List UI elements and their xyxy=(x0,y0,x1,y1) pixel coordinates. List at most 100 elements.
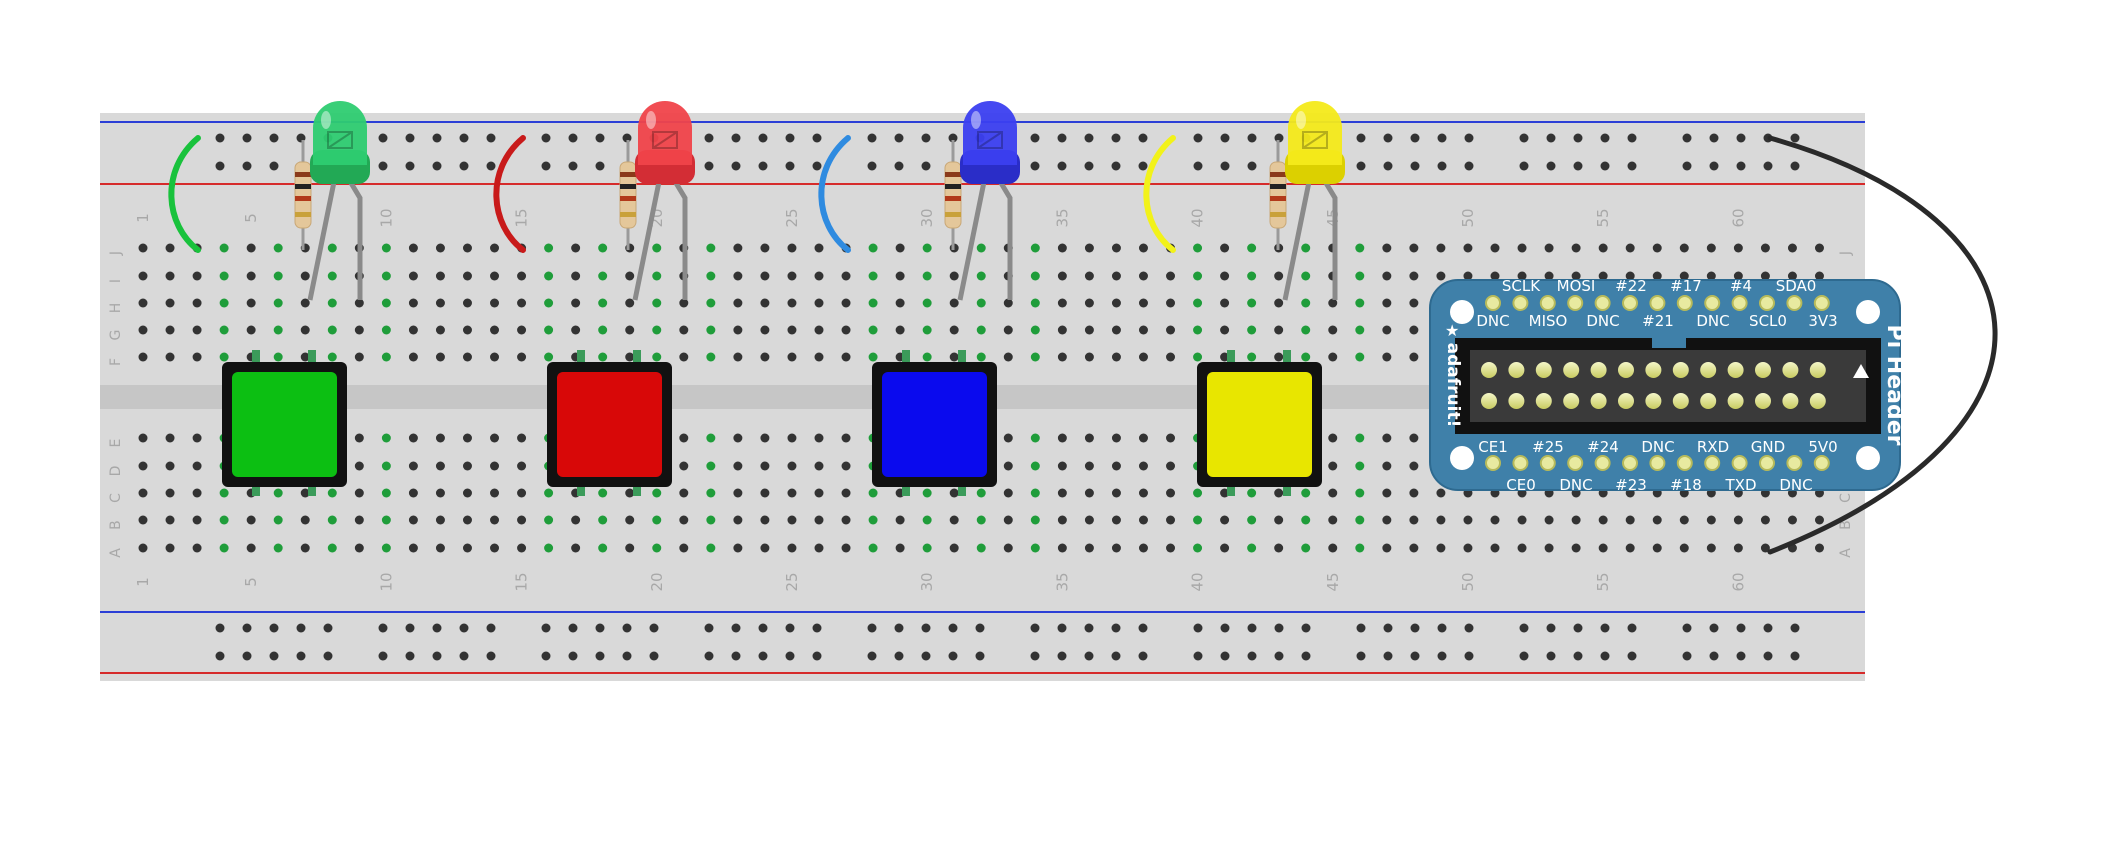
led-anvil xyxy=(327,131,353,149)
breadboard-hole xyxy=(1003,488,1013,498)
pin-label: MISO xyxy=(1529,312,1568,330)
rail-hole xyxy=(1573,623,1583,633)
breadboard-hole xyxy=(1030,461,1040,471)
column-number: 20 xyxy=(648,572,666,591)
breadboard-hole xyxy=(1138,271,1148,281)
rail-hole xyxy=(486,651,496,661)
rail-hole xyxy=(921,161,931,171)
breadboard-hole xyxy=(462,243,472,253)
breakout-pad xyxy=(1622,455,1638,471)
breadboard-hole xyxy=(1057,433,1067,443)
breadboard-hole xyxy=(1301,352,1311,362)
column-number: 55 xyxy=(1594,208,1612,227)
mounting-hole xyxy=(1450,300,1474,324)
breadboard-hole xyxy=(1355,543,1365,553)
breadboard-hole xyxy=(165,352,175,362)
breadboard-hole xyxy=(1625,515,1635,525)
pin-label: MOSI xyxy=(1557,277,1596,295)
rail-hole xyxy=(1220,623,1230,633)
breadboard-hole xyxy=(1814,271,1824,281)
breadboard-hole xyxy=(219,488,229,498)
rail-hole xyxy=(486,623,496,633)
breadboard-hole xyxy=(1138,243,1148,253)
breadboard-hole xyxy=(1084,243,1094,253)
breadboard-hole xyxy=(598,325,608,335)
pin-label: 5V0 xyxy=(1808,438,1837,456)
breadboard-hole xyxy=(1003,298,1013,308)
breadboard-hole xyxy=(1193,298,1203,308)
breakout-pad xyxy=(1731,295,1748,311)
breadboard-hole xyxy=(1652,271,1662,281)
breadboard-hole xyxy=(868,298,878,308)
pin-label: TXD xyxy=(1725,476,1757,494)
rail-hole xyxy=(1763,651,1773,661)
breadboard-hole xyxy=(517,352,527,362)
green-led xyxy=(307,101,370,301)
breadboard-hole xyxy=(679,433,689,443)
breadboard-hole xyxy=(1517,243,1527,253)
breadboard-hole xyxy=(1517,271,1527,281)
breadboard-hole xyxy=(1355,243,1365,253)
breadboard-hole xyxy=(490,298,500,308)
breadboard-hole xyxy=(1166,543,1176,553)
breadboard-hole xyxy=(1138,543,1148,553)
row-letter: D xyxy=(108,466,124,477)
breadboard-hole xyxy=(652,298,662,308)
led-dome xyxy=(638,101,692,165)
breadboard-hole xyxy=(706,271,716,281)
pin-label: SCL0 xyxy=(1749,312,1787,330)
rail-hole xyxy=(1193,651,1203,661)
breadboard-hole xyxy=(408,433,418,443)
header-pin xyxy=(1535,362,1552,378)
breadboard-hole xyxy=(598,298,608,308)
rail-hole xyxy=(622,623,632,633)
rail-hole xyxy=(1437,161,1447,171)
rail-hole xyxy=(1356,161,1366,171)
rail-hole xyxy=(1030,651,1040,661)
breadboard-hole xyxy=(1544,243,1554,253)
breadboard-hole xyxy=(1679,515,1689,525)
rail-hole xyxy=(1682,623,1692,633)
breadboard-hole xyxy=(1409,271,1419,281)
breakout-pad xyxy=(1512,455,1529,471)
breakout-pad xyxy=(1786,295,1803,311)
breadboard-hole xyxy=(868,515,878,525)
breadboard-hole xyxy=(435,461,445,471)
rail-hole xyxy=(215,651,225,661)
rail-hole xyxy=(1464,623,1474,633)
rail-hole xyxy=(731,161,741,171)
breadboard-hole xyxy=(841,515,851,525)
breadboard-hole xyxy=(1625,243,1635,253)
breadboard-hole xyxy=(327,325,337,335)
breadboard-hole xyxy=(787,298,797,308)
breadboard-hole xyxy=(219,352,229,362)
led-leg xyxy=(632,171,664,301)
breadboard-hole xyxy=(1111,433,1121,443)
breadboard-hole xyxy=(1247,352,1257,362)
breakout-pad xyxy=(1704,295,1721,311)
rail-hole xyxy=(704,161,714,171)
header-pin xyxy=(1672,362,1689,378)
breadboard-hole xyxy=(571,515,581,525)
rail-hole xyxy=(1383,651,1393,661)
breadboard-hole xyxy=(273,515,283,525)
breadboard-hole xyxy=(814,271,824,281)
pin-label: DNC xyxy=(1779,476,1812,494)
breadboard-hole xyxy=(706,515,716,525)
breadboard-hole xyxy=(895,298,905,308)
breadboard-hole xyxy=(1111,543,1121,553)
rail-hole xyxy=(758,651,768,661)
row-letter: B xyxy=(108,520,124,530)
breadboard-hole xyxy=(733,515,743,525)
breadboard-hole xyxy=(381,433,391,443)
rail-hole xyxy=(1301,623,1311,633)
breadboard-hole xyxy=(1409,325,1419,335)
column-number: 1 xyxy=(134,577,152,587)
rail-hole xyxy=(1193,623,1203,633)
rail-hole xyxy=(1057,161,1067,171)
breadboard-hole xyxy=(1571,543,1581,553)
breadboard-hole xyxy=(490,488,500,498)
rail-hole xyxy=(948,651,958,661)
breadboard-hole xyxy=(1301,543,1311,553)
breadboard-hole xyxy=(976,325,986,335)
